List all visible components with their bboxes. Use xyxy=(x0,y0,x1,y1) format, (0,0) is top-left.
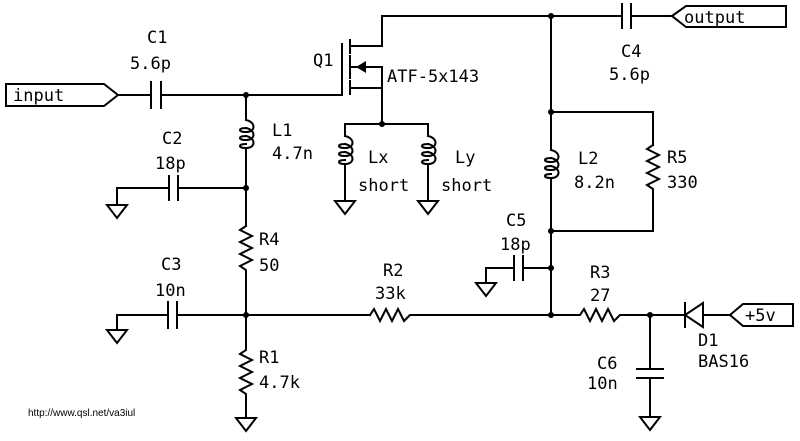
c5-value: 18p xyxy=(500,235,531,255)
r5-ref: R5 xyxy=(667,148,687,168)
ground-icon-c5 xyxy=(473,267,499,298)
capacitor-c2 xyxy=(168,175,179,201)
junction xyxy=(379,121,385,127)
output-port: output xyxy=(670,5,787,28)
ground-icon-c6 xyxy=(637,416,663,432)
input-port: input xyxy=(5,83,120,107)
r1-value: 4.7k xyxy=(259,373,300,393)
c6-ref: C6 xyxy=(597,354,617,374)
transistor-q1 xyxy=(341,15,552,125)
resistor-r2 xyxy=(368,306,552,324)
c1-value: 5.6p xyxy=(130,54,171,74)
d1-ref: D1 xyxy=(698,331,718,351)
inductor-lx xyxy=(338,123,354,201)
r4-value: 50 xyxy=(259,256,279,276)
q1-part: ATF-5x143 xyxy=(387,67,479,87)
ground-icon-c3 xyxy=(104,314,130,345)
capacitor-c6 xyxy=(636,314,664,417)
ly-value: short xyxy=(441,176,492,196)
r1-ref: R1 xyxy=(259,348,279,368)
c3-ref: C3 xyxy=(161,255,181,275)
supply-port: +5v xyxy=(728,303,794,327)
ly-ref: Ly xyxy=(455,148,475,168)
c4-value: 5.6p xyxy=(609,65,650,85)
ground-icon-ly xyxy=(415,200,441,216)
r2-value: 33k xyxy=(375,284,406,304)
inductor-ly xyxy=(421,123,437,201)
input-port-label: input xyxy=(13,86,64,106)
r2-ref: R2 xyxy=(383,261,403,281)
c6-value: 10n xyxy=(587,374,618,394)
capacitor-c3 xyxy=(167,301,178,329)
c2-value: 18p xyxy=(155,154,186,174)
footer-url: http://www.qsl.net/va3iul xyxy=(28,408,135,419)
resistor-r4 xyxy=(237,224,255,316)
supply-port-label: +5v xyxy=(745,306,776,326)
ground-icon-lx xyxy=(332,200,358,216)
resistor-r3 xyxy=(550,306,686,324)
capacitor-c5 xyxy=(513,255,524,281)
c4-ref: C4 xyxy=(621,42,641,62)
d1-value: BAS16 xyxy=(698,352,749,372)
c2-ref: C2 xyxy=(162,129,182,149)
ground-icon-c2 xyxy=(104,187,130,220)
q1-ref: Q1 xyxy=(313,51,333,71)
capacitor-c1 xyxy=(150,81,162,109)
l2-value: 8.2n xyxy=(574,173,615,193)
resistor-r5 xyxy=(644,143,662,232)
inductor-l2 xyxy=(544,111,560,232)
resistor-r1 xyxy=(237,314,255,418)
l1-ref: L1 xyxy=(272,121,292,141)
c3-value: 10n xyxy=(155,281,186,301)
lx-ref: Lx xyxy=(368,148,388,168)
lx-value: short xyxy=(358,176,409,196)
ground-icon-r1 xyxy=(233,417,259,433)
c5-ref: C5 xyxy=(506,211,526,231)
wire-r5-top xyxy=(550,111,654,146)
l1-value: 4.7n xyxy=(272,144,313,164)
r5-value: 330 xyxy=(667,173,698,193)
output-port-label: output xyxy=(684,8,745,28)
r3-value: 27 xyxy=(590,286,610,306)
inductor-l1 xyxy=(239,94,255,227)
diode-d1 xyxy=(683,301,731,329)
capacitor-c4 xyxy=(621,3,632,29)
r3-ref: R3 xyxy=(590,263,610,283)
c1-ref: C1 xyxy=(147,28,167,48)
l2-ref: L2 xyxy=(578,149,598,169)
r4-ref: R4 xyxy=(259,230,279,250)
